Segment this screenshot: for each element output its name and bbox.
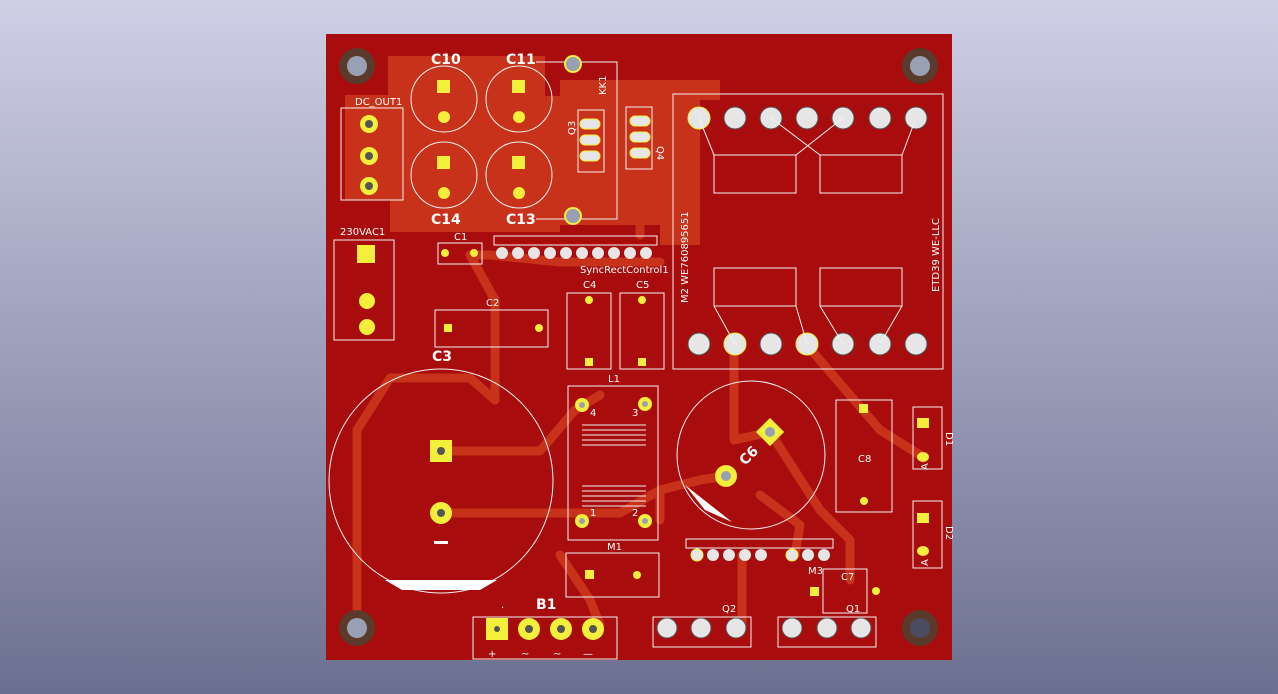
ref-c10: C10 xyxy=(431,52,461,68)
l1-pin2-label: 2 xyxy=(632,508,638,519)
ref-230vac1: 230VAC1 xyxy=(340,227,385,238)
ref-l1: L1 xyxy=(608,374,620,385)
ref-etd39: ETD39 WE-LLC xyxy=(931,218,942,292)
l1-pin3-label: 3 xyxy=(632,408,638,419)
b1-ac2-label: ~ xyxy=(553,649,561,660)
ref-c8: C8 xyxy=(858,454,871,465)
copper-pours xyxy=(345,56,720,245)
ref-d2: D2 xyxy=(943,526,954,540)
ref-m2: M2 WE760895651 xyxy=(680,211,691,303)
q3-q4-pads xyxy=(579,115,651,162)
b1-minus-label: — xyxy=(583,649,593,660)
ref-c5: C5 xyxy=(636,280,649,291)
ref-c3: C3 xyxy=(432,349,452,365)
ref-m1: M1 xyxy=(607,542,622,553)
ref-b1: B1 xyxy=(536,597,556,613)
transformer-m2-outline xyxy=(672,93,944,370)
m3-header-pins xyxy=(690,548,830,562)
sync-header-pins xyxy=(496,247,652,259)
ref-d1: D1 xyxy=(943,432,954,446)
d2-anode-label: A xyxy=(920,559,931,566)
q1-q2-pads xyxy=(656,617,872,639)
ref-q4: Q4 xyxy=(654,146,665,160)
l1-pin4-label: 4 xyxy=(590,408,596,419)
b1-ac1-label: ~ xyxy=(521,649,529,660)
ref-q3: Q3 xyxy=(567,121,578,135)
mounting-holes xyxy=(339,48,938,646)
d1-anode-label: A xyxy=(920,463,931,470)
ref-c13: C13 xyxy=(506,212,536,228)
ref-c1: C1 xyxy=(454,232,467,243)
c3-outline xyxy=(328,368,554,594)
ref-c4: C4 xyxy=(583,280,596,291)
ref-c11: C11 xyxy=(506,52,536,68)
ref-kk1: KK1 xyxy=(598,76,609,95)
ref-c14: C14 xyxy=(431,212,461,228)
l1-pin1-label: 1 xyxy=(590,508,596,519)
c6-outline xyxy=(676,380,826,530)
ref-syncrectcontrol1: SyncRectControl1 xyxy=(580,265,669,276)
ref-q1: Q1 xyxy=(846,604,860,615)
b1-plus-label: + xyxy=(488,649,496,660)
ref-c2: C2 xyxy=(486,298,499,309)
ref-dc-out1: DC_OUT1 xyxy=(355,97,402,108)
ref-q2: Q2 xyxy=(722,604,736,615)
l1-windings xyxy=(582,424,646,507)
caps-output xyxy=(410,65,553,209)
ref-c7: C7 xyxy=(841,572,854,583)
transformer-pins xyxy=(687,106,928,356)
b1-marker: . xyxy=(501,600,504,611)
ref-m3: M3 xyxy=(808,566,823,577)
